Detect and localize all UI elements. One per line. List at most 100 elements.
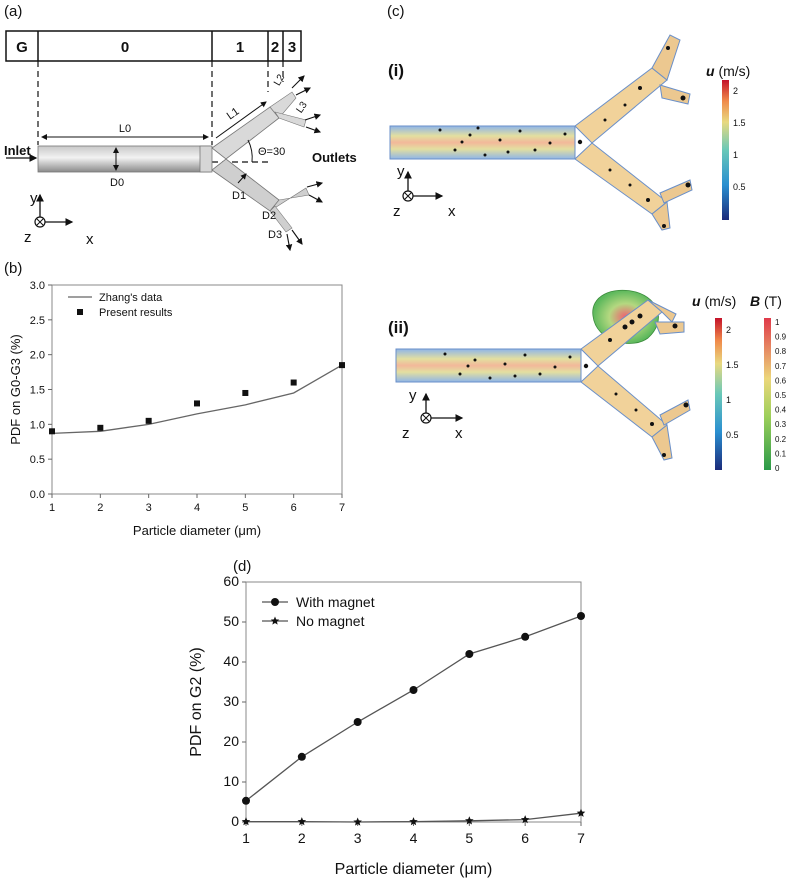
- data-point-present: [339, 362, 345, 369]
- flow-field-ii: (ii) y x: [388, 289, 691, 461]
- d0-label: D0: [110, 177, 124, 189]
- flow-field-i: (i) y x z: [388, 34, 693, 231]
- panel-a: (a) G 0 1 2 3: [4, 3, 357, 252]
- data-point-present: [97, 424, 104, 431]
- y-tick-label: 50: [223, 613, 239, 629]
- data-point-with-magnet: [465, 650, 474, 658]
- y-tick-label: 30: [223, 693, 239, 709]
- u-tick: 2: [726, 325, 731, 335]
- theta-arc: [247, 139, 253, 163]
- data-point-with-magnet: [297, 752, 306, 761]
- svg-text:B (T): B (T): [750, 293, 782, 309]
- b-tick: 0.5: [775, 391, 787, 400]
- generation-label: 0: [121, 39, 129, 56]
- axis-y-label: y: [409, 387, 417, 404]
- data-point-no-magnet: [576, 808, 586, 817]
- b-tick: 0.8: [775, 347, 787, 356]
- x-tick-label: 7: [577, 830, 585, 846]
- axis-z-label: z: [402, 425, 410, 442]
- l2-label: L2: [272, 72, 287, 88]
- b-tick: 0: [775, 464, 780, 473]
- legend-label-present: Present results: [99, 307, 173, 319]
- y-tick-label: 40: [223, 653, 239, 669]
- dashed-guides: [37, 61, 284, 163]
- data-point-present: [145, 417, 152, 424]
- y-tick-label: 0: [231, 813, 239, 829]
- u-unit: (m/s): [701, 293, 737, 309]
- u-tick: 1.5: [733, 118, 746, 128]
- d3-label: D3: [268, 229, 282, 241]
- b-tick: 0.9: [775, 333, 787, 342]
- x-tick-label: 6: [521, 830, 529, 846]
- u-tick: 1: [733, 150, 738, 160]
- svg-text:u (m/s): u (m/s): [692, 293, 736, 309]
- y-axis-label: PDF on G2 (%): [188, 647, 205, 756]
- data-point-with-magnet: [353, 718, 362, 726]
- panel-label-d: (d): [233, 558, 251, 575]
- b-tick: 0.4: [775, 406, 787, 415]
- panel-label-c: (c): [387, 3, 405, 20]
- axis-y-label: y: [30, 190, 38, 207]
- y-tick-label: 0.5: [30, 454, 45, 466]
- generation-label: G: [16, 39, 28, 56]
- generation-label: 1: [236, 39, 244, 56]
- data-point-no-magnet: [465, 816, 474, 825]
- legend-label-with-magnet: With magnet: [296, 594, 375, 610]
- data-point-with-magnet: [242, 796, 250, 805]
- generation-label: 2: [271, 39, 279, 56]
- y-tick-label: 2.5: [30, 315, 45, 327]
- data-point-no-magnet: [297, 817, 307, 826]
- x-tick-label: 2: [97, 502, 103, 514]
- x-tick-label: 3: [354, 830, 362, 846]
- b-tick: 0.6: [775, 376, 787, 385]
- axis-x-label: x: [455, 425, 463, 442]
- legend-label-no-magnet: No magnet: [296, 613, 365, 629]
- svg-text:u (m/s): u (m/s): [706, 63, 750, 79]
- data-point-present: [49, 428, 55, 435]
- panel-label-b: (b): [4, 260, 22, 277]
- particles-ii: [443, 313, 689, 457]
- u-tick: 1: [726, 395, 731, 405]
- x-tick-label: 1: [242, 830, 250, 846]
- subpanel-label-ii: (ii): [388, 318, 409, 337]
- legend-swatch-present: [77, 309, 83, 315]
- y-tick-label: 10: [223, 773, 239, 789]
- y-axis-label: PDF on G0-G3 (%): [8, 334, 23, 445]
- y-tick-label: 1.5: [30, 385, 45, 397]
- theta-label: Θ=30: [258, 146, 285, 158]
- x-tick-label: 4: [194, 502, 200, 514]
- x-tick-label: 4: [410, 830, 418, 846]
- u-tick: 2: [733, 86, 738, 96]
- axis-z-label: z: [24, 229, 32, 246]
- particles-i: [438, 46, 691, 228]
- b-tick: 0.3: [775, 420, 787, 429]
- b-tick: 0.2: [775, 435, 787, 444]
- u-symbol: u: [692, 293, 701, 309]
- data-point-no-magnet: [353, 817, 362, 826]
- l1-dimension: [215, 101, 267, 139]
- legend-marker-with-magnet: [271, 598, 279, 606]
- x-axis-label: Particle diameter (μm): [335, 861, 493, 878]
- x-tick-label: 2: [298, 830, 306, 846]
- velocity-colorbar-i: u (m/s) 2 1.5 1 0.5: [706, 63, 750, 220]
- data-point-no-magnet: [520, 815, 530, 824]
- magnetic-field-colorbar: B (T) 10.90.80.70.60.50.40.30.20.10: [750, 293, 787, 473]
- x-tick-label: 5: [465, 830, 473, 846]
- generation-bar: G 0 1 2 3: [5, 30, 302, 62]
- legend-marker-no-magnet: [270, 616, 280, 625]
- axis-x-label: x: [448, 203, 456, 220]
- l3-label: L3: [294, 100, 310, 116]
- panel-label-a: (a): [4, 3, 22, 20]
- x-tick-label: 7: [339, 502, 345, 514]
- data-point-with-magnet: [521, 632, 530, 641]
- velocity-colorbar-ii: u (m/s) 2 1.5 1 0.5: [692, 293, 739, 470]
- axis-triad-a: y x z: [24, 190, 94, 248]
- x-tick-label: 5: [242, 502, 248, 514]
- b-tick: 0.7: [775, 362, 787, 371]
- d1-label: D1: [232, 190, 246, 202]
- axis-z-label: z: [393, 203, 401, 220]
- data-point-present: [242, 389, 249, 396]
- u-tick: 0.5: [726, 430, 739, 440]
